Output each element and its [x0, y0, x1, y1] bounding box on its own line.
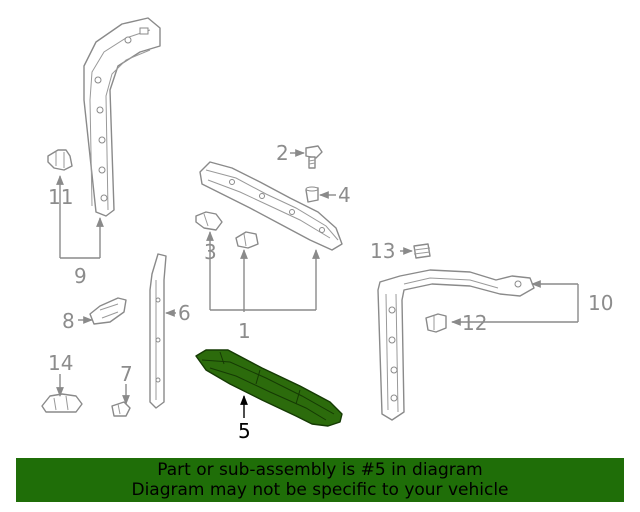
- callout-10: 10: [588, 291, 613, 315]
- part-5-lower-cross-member: [195, 349, 343, 427]
- part-6-vertical-rail: [149, 253, 167, 409]
- part-4-plug: [305, 186, 319, 203]
- callout-1: 1: [238, 319, 251, 343]
- callout-9: 9: [74, 264, 87, 288]
- parts-diagram: 1 2 3 4 5 6 7 8 9 10 11 12 13 14: [41, 17, 613, 443]
- part-13-grommet: [413, 243, 431, 259]
- callout-14: 14: [48, 351, 73, 375]
- callout-13: 13: [370, 239, 395, 263]
- callout-11: 11: [48, 185, 73, 209]
- part-1-upper-tie-bar: [199, 161, 343, 251]
- callout-4: 4: [338, 183, 351, 207]
- callout-8: 8: [62, 309, 75, 333]
- part-7-bolt: [111, 401, 131, 417]
- callout-6: 6: [178, 301, 191, 325]
- info-banner: Part or sub-assembly is #5 in diagram Di…: [16, 458, 624, 502]
- banner-line-1: Part or sub-assembly is #5 in diagram: [157, 460, 483, 480]
- callout-7: 7: [120, 362, 133, 386]
- part-11-clip: [47, 149, 73, 171]
- leader-lines: [56, 149, 579, 418]
- part-3-bracket-b: [235, 231, 259, 249]
- part-9-left-support-bracket: [83, 17, 161, 217]
- callout-3: 3: [204, 240, 217, 264]
- part-3-bracket: [195, 211, 223, 231]
- banner-line-2: Diagram may not be specific to your vehi…: [131, 480, 509, 500]
- callout-2: 2: [276, 141, 289, 165]
- part-10-right-support-bracket: [377, 269, 535, 421]
- part-12-bracket: [425, 313, 447, 333]
- callout-12: 12: [462, 311, 487, 335]
- part-14-clip: [41, 393, 83, 413]
- part-2-bolt: [305, 145, 323, 169]
- callout-labels: 1 2 3 4 5 6 7 8 9 10 11 12 13 14: [48, 141, 613, 443]
- callout-5: 5: [238, 419, 251, 443]
- part-8-bracket: [89, 297, 127, 325]
